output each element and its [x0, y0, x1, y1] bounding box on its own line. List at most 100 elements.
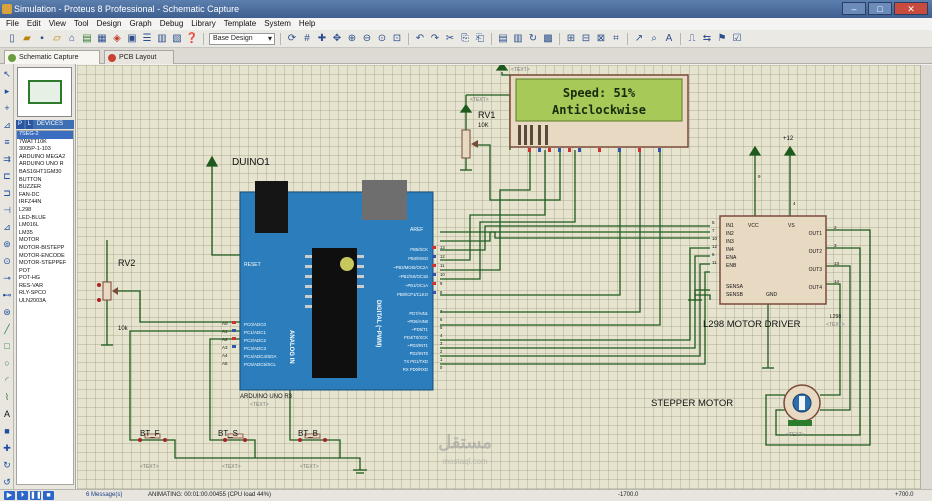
menu-template[interactable]: Template: [223, 19, 257, 28]
menu-graph[interactable]: Graph: [129, 19, 152, 28]
pause-icon[interactable]: ❚❚: [30, 491, 42, 500]
menu-design[interactable]: Design: [96, 19, 122, 28]
generator-icon[interactable]: ⊙: [3, 256, 11, 266]
property-assignment-icon[interactable]: A: [665, 32, 673, 44]
path-icon[interactable]: ⌇: [4, 392, 10, 402]
pan-icon[interactable]: ✥: [332, 32, 342, 44]
menu-view[interactable]: View: [48, 19, 66, 28]
stop-icon[interactable]: ■: [43, 491, 54, 500]
bus-icon[interactable]: ⇉: [3, 154, 11, 164]
device-item[interactable]: LED-BLUE: [19, 214, 46, 221]
rotate-anticlockwise-icon[interactable]: ↺: [3, 477, 11, 487]
block-rotate-icon[interactable]: ↻: [528, 32, 538, 44]
design-rule-icon[interactable]: ⎍: [688, 32, 696, 44]
menu-file[interactable]: File: [6, 19, 19, 28]
overview-window[interactable]: [17, 67, 72, 117]
schematic-icon[interactable]: ▤: [82, 32, 92, 44]
menu-tool[interactable]: Tool: [73, 19, 89, 28]
device-item[interactable]: MOTOR-BISTEPP: [19, 244, 65, 251]
selection-mode-icon[interactable]: ↖: [3, 69, 11, 79]
tab-schematic-capture[interactable]: Schematic Capture: [4, 50, 100, 64]
make-device-icon[interactable]: ⊟: [581, 32, 591, 44]
3d-view-icon[interactable]: ◈: [113, 32, 121, 44]
gerber-icon[interactable]: ▣: [127, 32, 137, 44]
library-tab[interactable]: L: [25, 120, 34, 129]
graph-icon[interactable]: ⊿: [3, 222, 11, 232]
device-item[interactable]: L298: [19, 206, 32, 213]
undo-icon[interactable]: ↶: [415, 32, 425, 44]
subcircuit-icon[interactable]: ⊏: [3, 171, 11, 181]
device-item[interactable]: ULN2003A: [19, 298, 46, 305]
device-item[interactable]: 7SEG-2: [17, 131, 73, 139]
device-item[interactable]: MOTOR-STEPPEF: [19, 260, 67, 267]
device-item[interactable]: LM35: [19, 229, 33, 236]
text-script-icon[interactable]: ≡: [4, 137, 10, 147]
grid-icon[interactable]: #: [304, 32, 310, 44]
device-pin-icon[interactable]: ⊣: [3, 205, 11, 215]
open-folder-icon[interactable]: ▰: [23, 32, 31, 44]
copy-icon[interactable]: ⎘: [461, 32, 469, 44]
zoom-all-icon[interactable]: ⊙: [377, 32, 387, 44]
device-item[interactable]: BUZZER: [19, 184, 41, 191]
messages-count[interactable]: 6 Message(s): [86, 492, 123, 498]
line-icon[interactable]: ╱: [4, 324, 10, 334]
step-icon[interactable]: ⏵: [17, 491, 28, 500]
box-icon[interactable]: □: [4, 341, 10, 351]
menu-edit[interactable]: Edit: [26, 19, 41, 28]
symbol-icon[interactable]: ■: [4, 426, 10, 436]
tape-recorder-icon[interactable]: ⊚: [3, 239, 11, 249]
redo-icon[interactable]: ↷: [430, 32, 440, 44]
design-explorer-icon[interactable]: ▥: [157, 32, 167, 44]
device-list[interactable]: 7SEG-2 7WATT10K 3005P-1-103 ARDUINO MEGA…: [16, 130, 74, 485]
block-move-icon[interactable]: ▥: [513, 32, 523, 44]
pcb-icon[interactable]: ▦: [97, 32, 107, 44]
tab-pcb-layout[interactable]: PCB Layout: [104, 50, 174, 64]
device-item[interactable]: BUTTON: [19, 176, 42, 183]
paste-icon[interactable]: ⎗: [476, 32, 484, 44]
close-project-icon[interactable]: ▱: [53, 32, 61, 44]
marker-icon[interactable]: ✚: [3, 443, 11, 453]
device-item[interactable]: MOTOR-ENCODE: [19, 252, 65, 259]
voltage-probe-icon[interactable]: ⊸: [3, 273, 11, 283]
circle-icon[interactable]: ○: [4, 358, 10, 368]
junction-dot-icon[interactable]: +: [4, 103, 10, 113]
device-item[interactable]: FAN-DC: [19, 191, 40, 198]
home-icon[interactable]: ⌂: [68, 32, 76, 44]
origin-icon[interactable]: ✚: [317, 32, 327, 44]
device-item[interactable]: POT-HG: [19, 275, 41, 282]
help-icon[interactable]: ❓: [185, 32, 199, 44]
menu-help[interactable]: Help: [298, 19, 316, 28]
device-item[interactable]: POT: [19, 267, 31, 274]
wire-autorouter-icon[interactable]: ↗: [634, 32, 644, 44]
device-item[interactable]: 7WATT10K: [19, 138, 47, 145]
block-copy-icon[interactable]: ▤: [498, 32, 508, 44]
refresh-icon[interactable]: ⟳: [287, 32, 297, 44]
maximize-button[interactable]: □: [868, 2, 892, 15]
terminal-icon[interactable]: ⊐: [3, 188, 11, 198]
block-delete-icon[interactable]: ▩: [543, 32, 553, 44]
pick-device-icon[interactable]: ⊞: [566, 32, 576, 44]
device-item[interactable]: BAS16HT1GM30: [19, 168, 62, 175]
device-item[interactable]: ARDUINO MEGA2: [19, 153, 66, 160]
device-item[interactable]: RES-VAR: [19, 282, 44, 289]
save-icon[interactable]: ▪: [40, 32, 44, 44]
zoom-area-icon[interactable]: ⊡: [392, 32, 402, 44]
rotate-clockwise-icon[interactable]: ↻: [3, 460, 11, 470]
zoom-in-icon[interactable]: ⊕: [347, 32, 357, 44]
current-probe-icon[interactable]: ⊷: [2, 290, 12, 300]
wire-label-icon[interactable]: ⊿: [3, 120, 11, 130]
electrical-check-icon[interactable]: ☑: [732, 32, 742, 44]
menu-system[interactable]: System: [264, 19, 291, 28]
menu-library[interactable]: Library: [191, 19, 216, 28]
minimize-button[interactable]: –: [842, 2, 866, 15]
decompose-icon[interactable]: ⌗: [613, 32, 619, 44]
zoom-out-icon[interactable]: ⊖: [362, 32, 372, 44]
design-style-select[interactable]: Base Design: [209, 32, 275, 45]
menu-debug[interactable]: Debug: [159, 19, 184, 28]
device-item[interactable]: IRFZ44N: [19, 199, 42, 206]
text-icon[interactable]: A: [3, 409, 10, 419]
cut-icon[interactable]: ✂: [445, 32, 455, 44]
close-button[interactable]: ✕: [894, 2, 928, 15]
device-item[interactable]: 3005P-1-103: [19, 146, 51, 153]
device-item[interactable]: RLY-SPCO: [19, 290, 47, 297]
